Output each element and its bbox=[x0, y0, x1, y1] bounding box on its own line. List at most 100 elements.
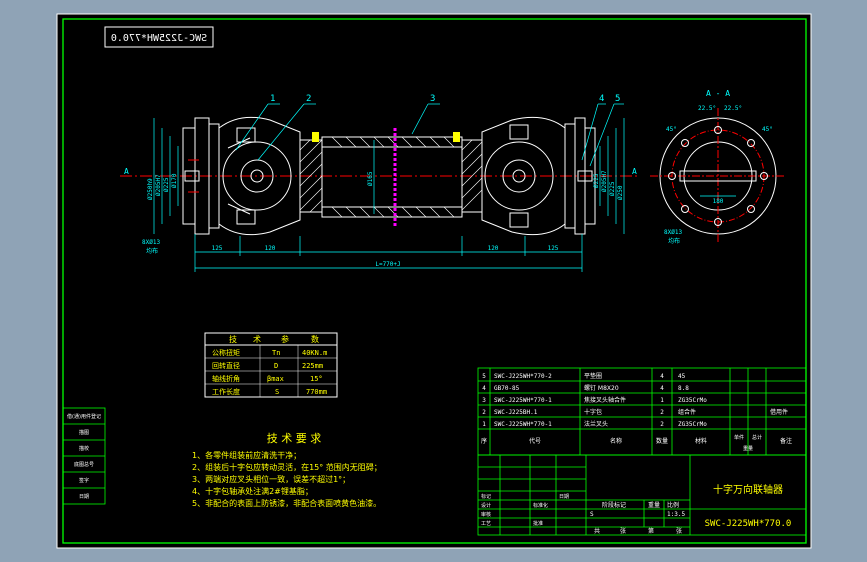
sheet-total-label: 共 bbox=[594, 527, 600, 535]
bom-header-qty: 数量 bbox=[656, 437, 668, 445]
params-row-1-name: 公称扭矩 bbox=[212, 348, 240, 357]
row-label-review: 审核 bbox=[481, 511, 491, 518]
sheet-total-label-2: 张 bbox=[620, 527, 626, 535]
params-row-3-val: 15° bbox=[310, 375, 323, 383]
bolt-note-left: 8XØ13 bbox=[142, 239, 160, 246]
params-row-2-val: 225mm bbox=[302, 362, 323, 370]
dimension-lines bbox=[153, 118, 625, 272]
dim-seg-125-right: 125 bbox=[548, 245, 559, 252]
params-row-4-val: 770mm bbox=[306, 388, 327, 396]
bom-r2-name: 十字包 bbox=[584, 408, 602, 416]
bom-r3-qty: 1 bbox=[660, 397, 664, 404]
params-table: 技 术 参 数 公称扭矩 Tn 40KN.m 回转直径 D 225mm 轴线折角… bbox=[204, 332, 338, 398]
bom-r3-name: 焦接叉头轴合件 bbox=[584, 396, 626, 404]
bom-r3-seq: 3 bbox=[482, 397, 486, 404]
params-header-4: 数 bbox=[311, 334, 319, 344]
dim-seg-125-left: 125 bbox=[212, 245, 223, 252]
row-label-mark: 标记 bbox=[481, 493, 491, 500]
side-label-1: 借(通)用件登记 bbox=[67, 413, 101, 420]
section-title: A - A bbox=[706, 89, 730, 98]
bom-r5-qty: 4 bbox=[660, 373, 664, 380]
callout-5: 5 bbox=[615, 94, 620, 104]
section-bolt-holes bbox=[668, 126, 768, 226]
tech-req-item-4: 4、十字包轴承处注满2#锂基脂； bbox=[192, 486, 313, 496]
bom-header-weight: 重量 bbox=[743, 445, 753, 452]
sheet-no-label-2: 张 bbox=[676, 527, 682, 535]
callout-2: 2 bbox=[306, 94, 311, 104]
dim-right-4: Ø250 bbox=[617, 185, 624, 200]
tech-req-item-5: 5、非配合的表面上防锈漆，非配合表面喷黄色油漆。 bbox=[192, 498, 381, 508]
params-row-3-sym: βmax bbox=[267, 375, 284, 383]
bom-r5-code: SWC-J225WH*770-2 bbox=[494, 373, 552, 380]
product-name: 十字万向联轴器 bbox=[713, 483, 783, 496]
dim-left-4: Ø170 bbox=[171, 173, 178, 188]
params-row-2-name: 回转直径 bbox=[212, 361, 240, 370]
params-header-1: 技 bbox=[229, 334, 237, 344]
row-label-process: 工艺 bbox=[481, 521, 491, 527]
sheet-outer-border bbox=[56, 13, 812, 549]
section-marker-right: A bbox=[632, 167, 637, 176]
angle-1: 22.5° bbox=[698, 105, 716, 112]
params-header-3: 参 bbox=[281, 334, 289, 344]
scale-label: 比例 bbox=[667, 501, 679, 509]
bom-r5-material: 45 bbox=[678, 373, 686, 380]
left-flange bbox=[182, 117, 220, 235]
dim-total-length: L=770+J bbox=[375, 261, 400, 268]
sheet-inner-border bbox=[62, 18, 807, 544]
params-row-1-sym: Tn bbox=[272, 349, 280, 357]
tech-req-item-1: 1、各零件组装前应清洗干净； bbox=[192, 450, 301, 460]
bom-header-remark: 备注 bbox=[780, 437, 792, 445]
section-view-aa: A - A 180 22.5° 22.5° 45° 45° 8XØ13 均布 bbox=[650, 89, 786, 245]
bom-r1-code: SWC-J225WH*770-1 bbox=[494, 421, 552, 428]
side-label-5: 签字 bbox=[79, 477, 89, 484]
mirrored-code-box: SWC-J225WH*770.0 bbox=[104, 26, 214, 48]
callout-3: 3 bbox=[430, 94, 435, 104]
bom-header-total: 总计 bbox=[752, 434, 762, 441]
mark-value: S bbox=[590, 511, 594, 518]
stage-label: 阶段标记 bbox=[602, 501, 626, 509]
dim-seg-120-left: 120 bbox=[265, 245, 276, 252]
dim-seg-120-right: 120 bbox=[488, 245, 499, 252]
bom-r2-remark: 借用件 bbox=[770, 408, 788, 416]
bom-r4-code: GB70-85 bbox=[494, 385, 520, 392]
bom-r2-qty: 2 bbox=[660, 409, 664, 416]
bom-r1-material: ZG35CrMo bbox=[678, 421, 707, 428]
part-callouts bbox=[235, 103, 624, 167]
bolt-note-left-2: 均布 bbox=[146, 247, 158, 255]
bom-r2-seq: 2 bbox=[482, 409, 486, 416]
dim-right-1: Ø225 bbox=[593, 173, 600, 188]
angle-2: 22.5° bbox=[724, 105, 742, 112]
side-label-4: 底图总号 bbox=[74, 461, 94, 468]
params-row-2-sym: D bbox=[274, 362, 278, 370]
bom-r4-name: 螺钉 M8X20 bbox=[584, 384, 619, 392]
mirrored-drawing-code: SWC-J225WH*770.0 bbox=[111, 33, 207, 44]
params-row-1-val: 40KN.m bbox=[302, 349, 327, 357]
bom-r3-material: ZG35CrMo bbox=[678, 397, 707, 404]
bom-r5-seq: 5 bbox=[482, 373, 486, 380]
drawing-code: SWC-J225WH*770.0 bbox=[705, 519, 792, 529]
angle-3: 45° bbox=[666, 126, 677, 133]
dim-shaft: Ø165 bbox=[367, 171, 374, 186]
bom-r4-qty: 4 bbox=[660, 385, 664, 392]
left-side-strip bbox=[62, 407, 106, 505]
params-row-4-name: 工作长度 bbox=[212, 387, 240, 396]
tech-req-item-2: 2、组装后十字包应转动灵活，在15° 范围内无阻碍； bbox=[192, 462, 382, 472]
scale-value: 1:3.5 bbox=[667, 511, 685, 518]
params-row-3-name: 轴线折角 bbox=[212, 374, 240, 383]
bom-header-unit: 单件 bbox=[734, 434, 744, 441]
side-label-2: 描图 bbox=[79, 429, 89, 436]
grease-fittings bbox=[312, 132, 460, 142]
approve-label: 批准 bbox=[533, 520, 543, 527]
dim-left-3: Ø225 bbox=[163, 177, 170, 192]
angle-4: 45° bbox=[762, 126, 773, 133]
tech-requirements: 技 术 要 求 1、各零件组装前应清洗干净； 2、组装后十字包应转动灵活，在15… bbox=[192, 432, 382, 508]
dim-left-1: Ø250h9 bbox=[147, 178, 154, 200]
tech-req-title: 技 术 要 求 bbox=[267, 432, 322, 445]
left-yoke bbox=[218, 116, 301, 236]
std-label: 标准化 bbox=[533, 502, 548, 509]
callout-1: 1 bbox=[270, 94, 275, 104]
bom-header-name: 名称 bbox=[610, 437, 622, 445]
bom-r1-name: 法兰叉头 bbox=[584, 420, 608, 428]
bom-header-material: 材料 bbox=[695, 437, 707, 445]
